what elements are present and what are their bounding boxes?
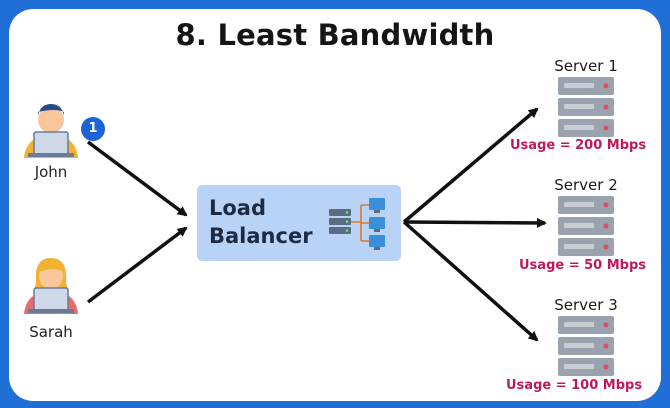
user-laptop-icon [24, 104, 78, 158]
arrow-lb-to-server2 [403, 217, 547, 228]
server-2-label: Server 2 [554, 176, 618, 194]
server-2 [556, 192, 618, 260]
arrow-john-to-lb [86, 140, 188, 217]
diagram-title: 8. Least Bandwidth [175, 18, 495, 52]
arrow-sarah-to-lb [86, 226, 188, 304]
user-sarah [16, 252, 86, 322]
load-balancer-box: Load Balancer [197, 185, 401, 261]
load-balancer-label-line2: Balancer [209, 224, 313, 248]
server-1 [556, 73, 618, 141]
arrow-lb-to-server1 [402, 107, 539, 224]
arrow-lb-to-server3 [402, 220, 539, 342]
network-server-icon [329, 198, 385, 250]
user-laptop-icon [24, 258, 78, 314]
server-1-usage: Usage = 200 Mbps [510, 138, 647, 153]
server-2-usage: Usage = 50 Mbps [519, 258, 647, 273]
step-badge: 1 [81, 117, 105, 141]
server-rack-icon [558, 316, 614, 376]
server-1-label: Server 1 [554, 57, 618, 75]
server-rack-icon [558, 77, 614, 137]
server-3-usage: Usage = 100 Mbps [506, 378, 643, 393]
server-3 [556, 312, 618, 380]
user-label-john: John [34, 163, 68, 181]
load-balancer-label-line1: Load [209, 196, 267, 220]
user-label-sarah: Sarah [29, 323, 73, 341]
server-rack-icon [558, 196, 614, 256]
load-balancer-label: Load Balancer [209, 194, 313, 250]
server-3-label: Server 3 [554, 296, 618, 314]
user-john [16, 96, 86, 166]
